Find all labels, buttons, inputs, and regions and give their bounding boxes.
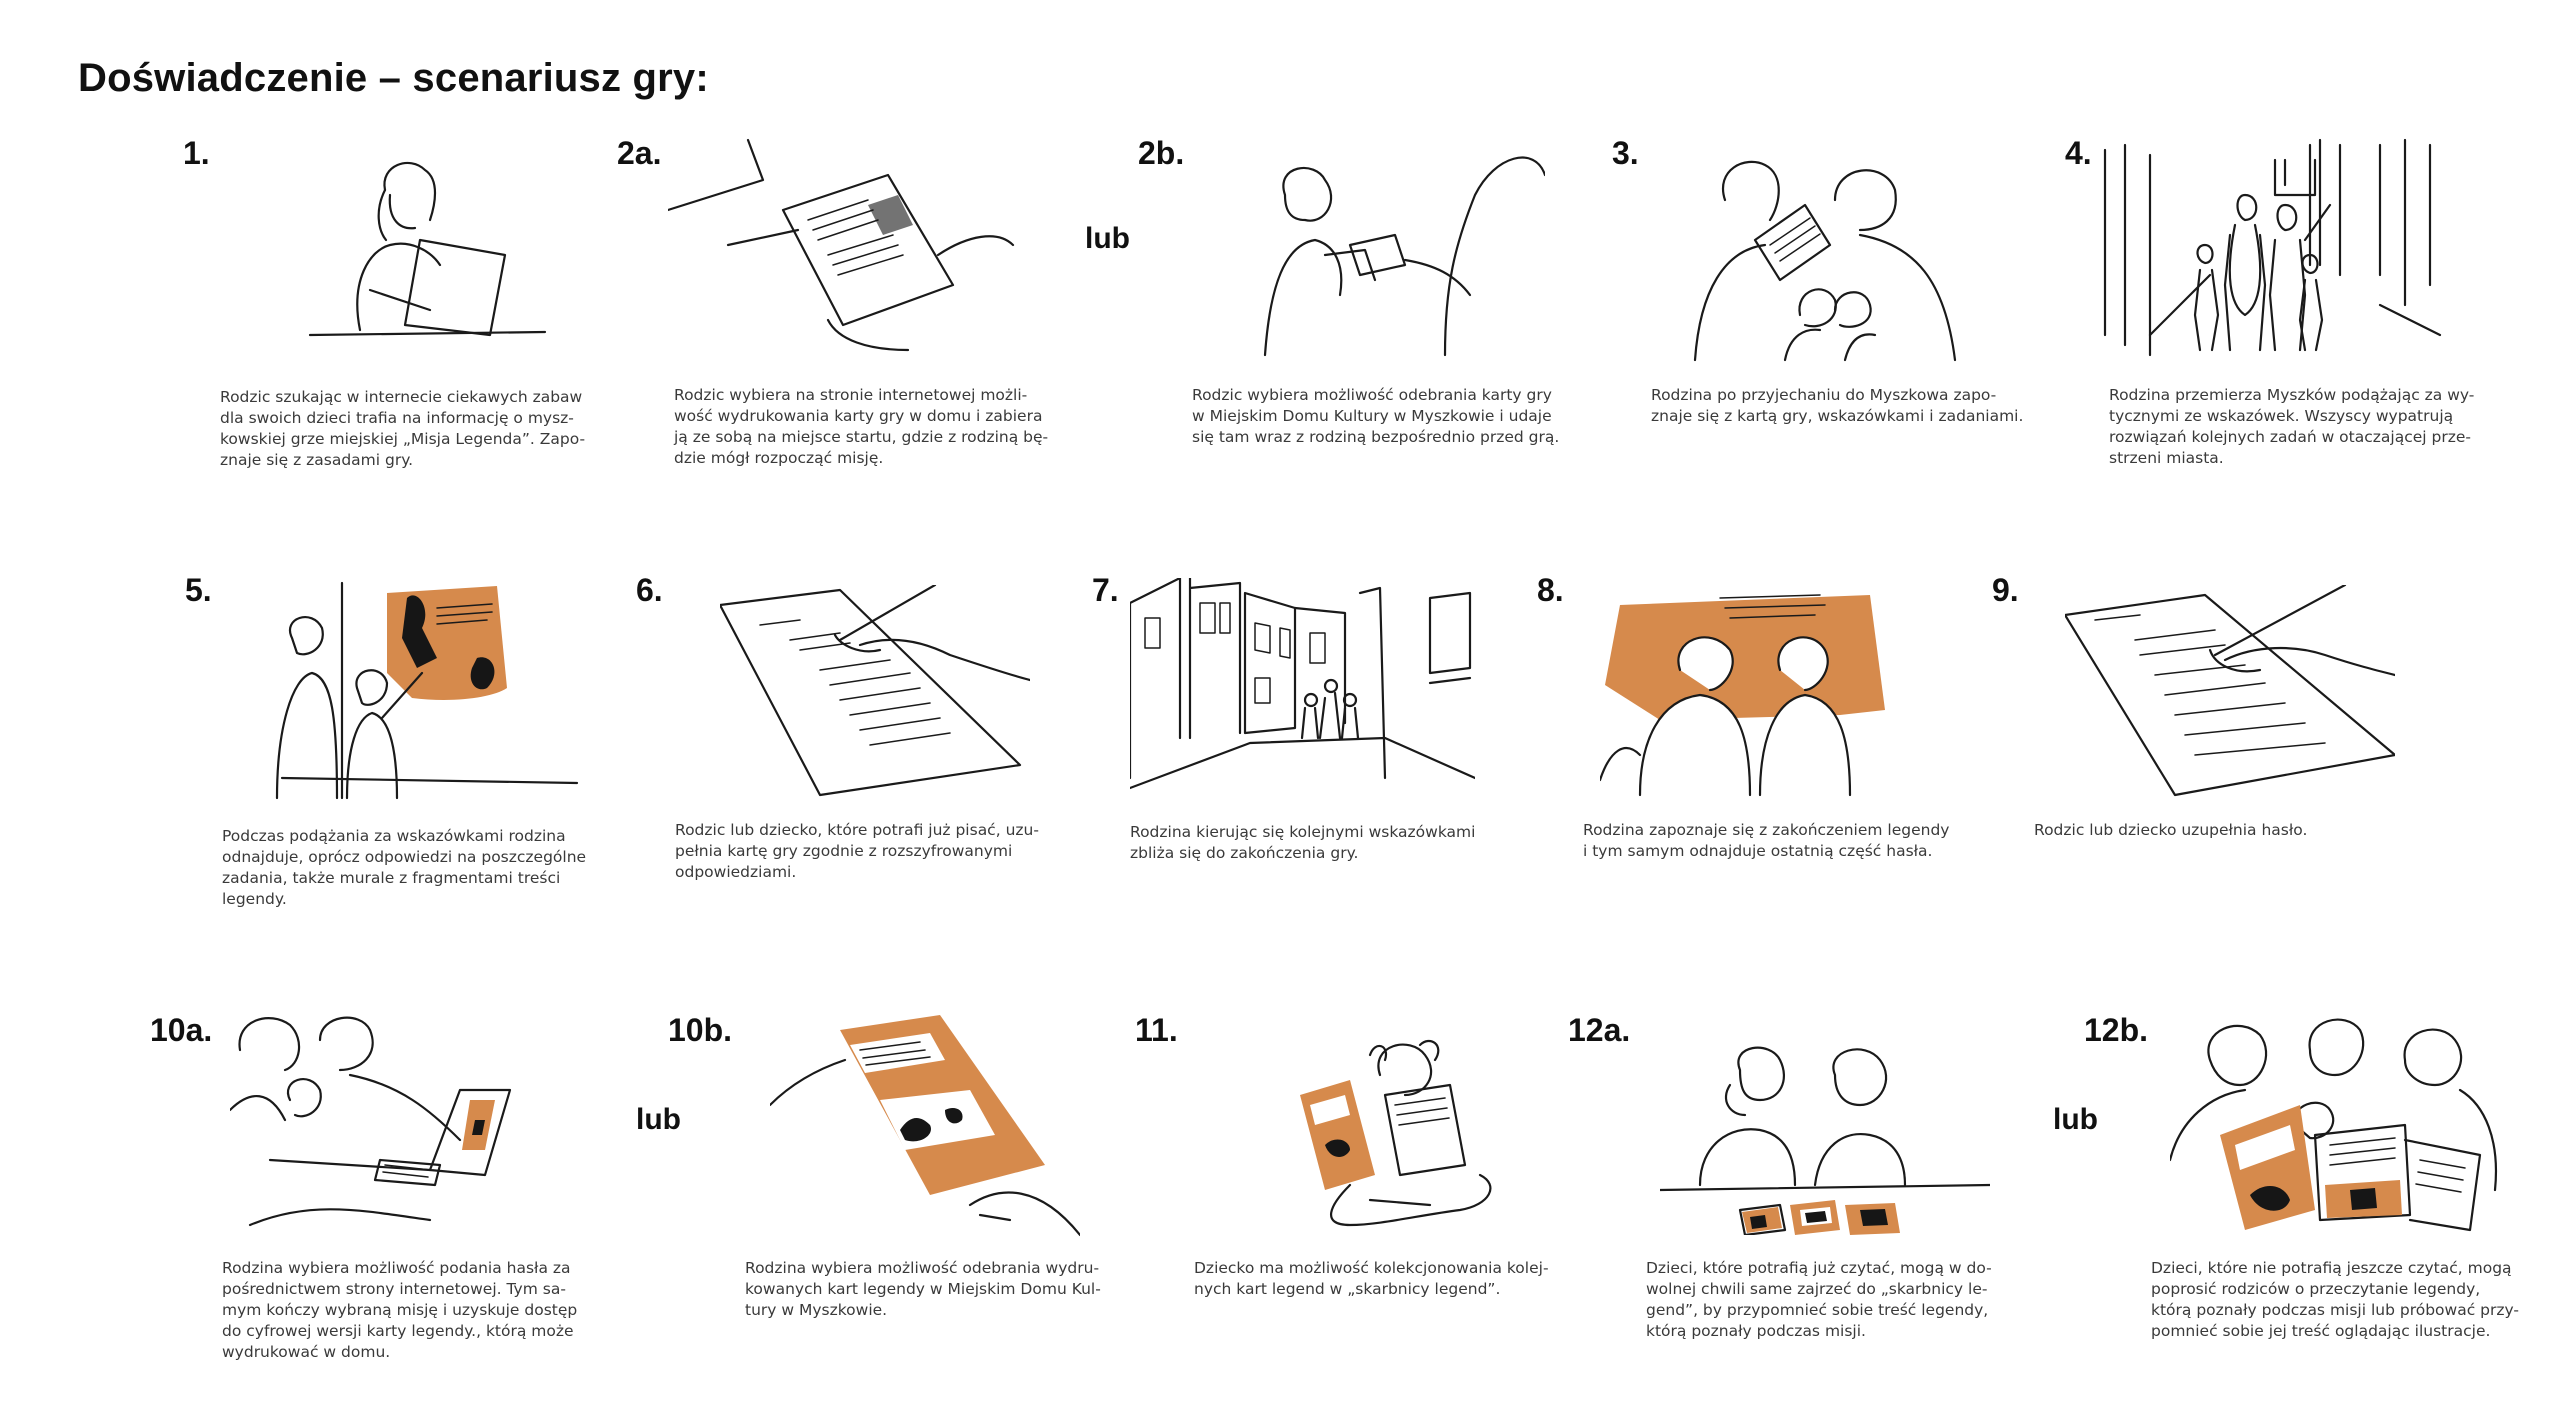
illustration-family-legend-book <box>2170 1010 2500 1240</box>
illustration-parent-laptop <box>290 150 560 350</box>
step-caption: Rodzic lub dziecko uzupełnia hasło. <box>2034 821 2308 839</box>
step-number: 1. <box>183 135 210 171</box>
step-caption: Dzieci, które potrafią już czytać, mogą … <box>1646 1259 1992 1340</box>
step-number: 8. <box>1537 572 1564 608</box>
page-title: Doświadczenie – scenariusz gry: <box>78 56 709 100</box>
step-caption: Rodzina zapoznaje się z zakończeniem leg… <box>1583 821 1950 860</box>
illustration-legend-ending <box>1600 590 1900 800</box>
step-number: 2b. <box>1138 135 1185 171</box>
illustration-child-collection <box>1290 1035 1505 1235</box>
illustration-family-walking-city <box>2100 135 2450 365</box>
illustration-children-reading <box>1660 1045 1990 1235</box>
illustration-family-reading <box>1685 150 1975 365</box>
step-number: 3. <box>1612 135 1639 171</box>
step-caption: Rodzina po przyjechaniu do Myszkowa zapo… <box>1651 386 2024 425</box>
or-label: lub <box>636 1103 681 1136</box>
illustration-family-laptop <box>230 1010 560 1235</box>
step-caption: Dziecko ma możliwość kolekcjonowania kol… <box>1194 1259 1549 1298</box>
step-caption: Rodzina wybiera możliwość podania hasła … <box>222 1259 578 1361</box>
illustration-printed-legend-cards <box>770 1015 1080 1240</box>
illustration-printed-game-card <box>668 135 1028 360</box>
step-number: 5. <box>185 572 212 608</box>
step-number: 7. <box>1092 572 1119 608</box>
step-number: 11. <box>1135 1012 1178 1048</box>
step-caption: Podczas podążania za wskazówkami rodzina… <box>222 827 587 908</box>
step-caption: Rodzic wybiera możliwość odebrania karty… <box>1192 386 1560 446</box>
illustration-filling-password <box>2065 585 2395 800</box>
step-number: 4. <box>2065 135 2092 171</box>
step-number: 12a. <box>1568 1012 1631 1048</box>
step-number: 6. <box>636 572 663 608</box>
step-number: 9. <box>1992 572 2019 608</box>
step-caption: Dzieci, które nie potrafią jeszcze czyta… <box>2151 1259 2519 1340</box>
step-caption: Rodzic wybiera na stronie internetowej m… <box>674 386 1049 467</box>
illustration-filling-game-card <box>720 585 1030 800</box>
step-caption: Rodzina wybiera możliwość odebrania wydr… <box>745 1259 1101 1319</box>
illustration-family-mural <box>252 578 582 803</box>
step-caption: Rodzina przemierza Myszków podążając za … <box>2109 386 2475 467</box>
illustration-street-buildings <box>1130 578 1475 803</box>
step-number: 10a. <box>150 1012 213 1048</box>
step-number: 2a. <box>617 135 662 171</box>
step-number: 10b. <box>668 1012 733 1048</box>
step-caption: Rodzic lub dziecko, które potrafi już pi… <box>675 821 1039 881</box>
step-caption: Rodzina kierując się kolejnymi wskazówka… <box>1130 823 1476 862</box>
step-caption: Rodzic szukając w internecie ciekawych z… <box>220 388 586 469</box>
step-number: 12b. <box>2084 1012 2149 1048</box>
or-label: lub <box>2053 1103 2098 1136</box>
illustration-card-pickup <box>1245 135 1545 360</box>
or-label: lub <box>1085 222 1130 255</box>
